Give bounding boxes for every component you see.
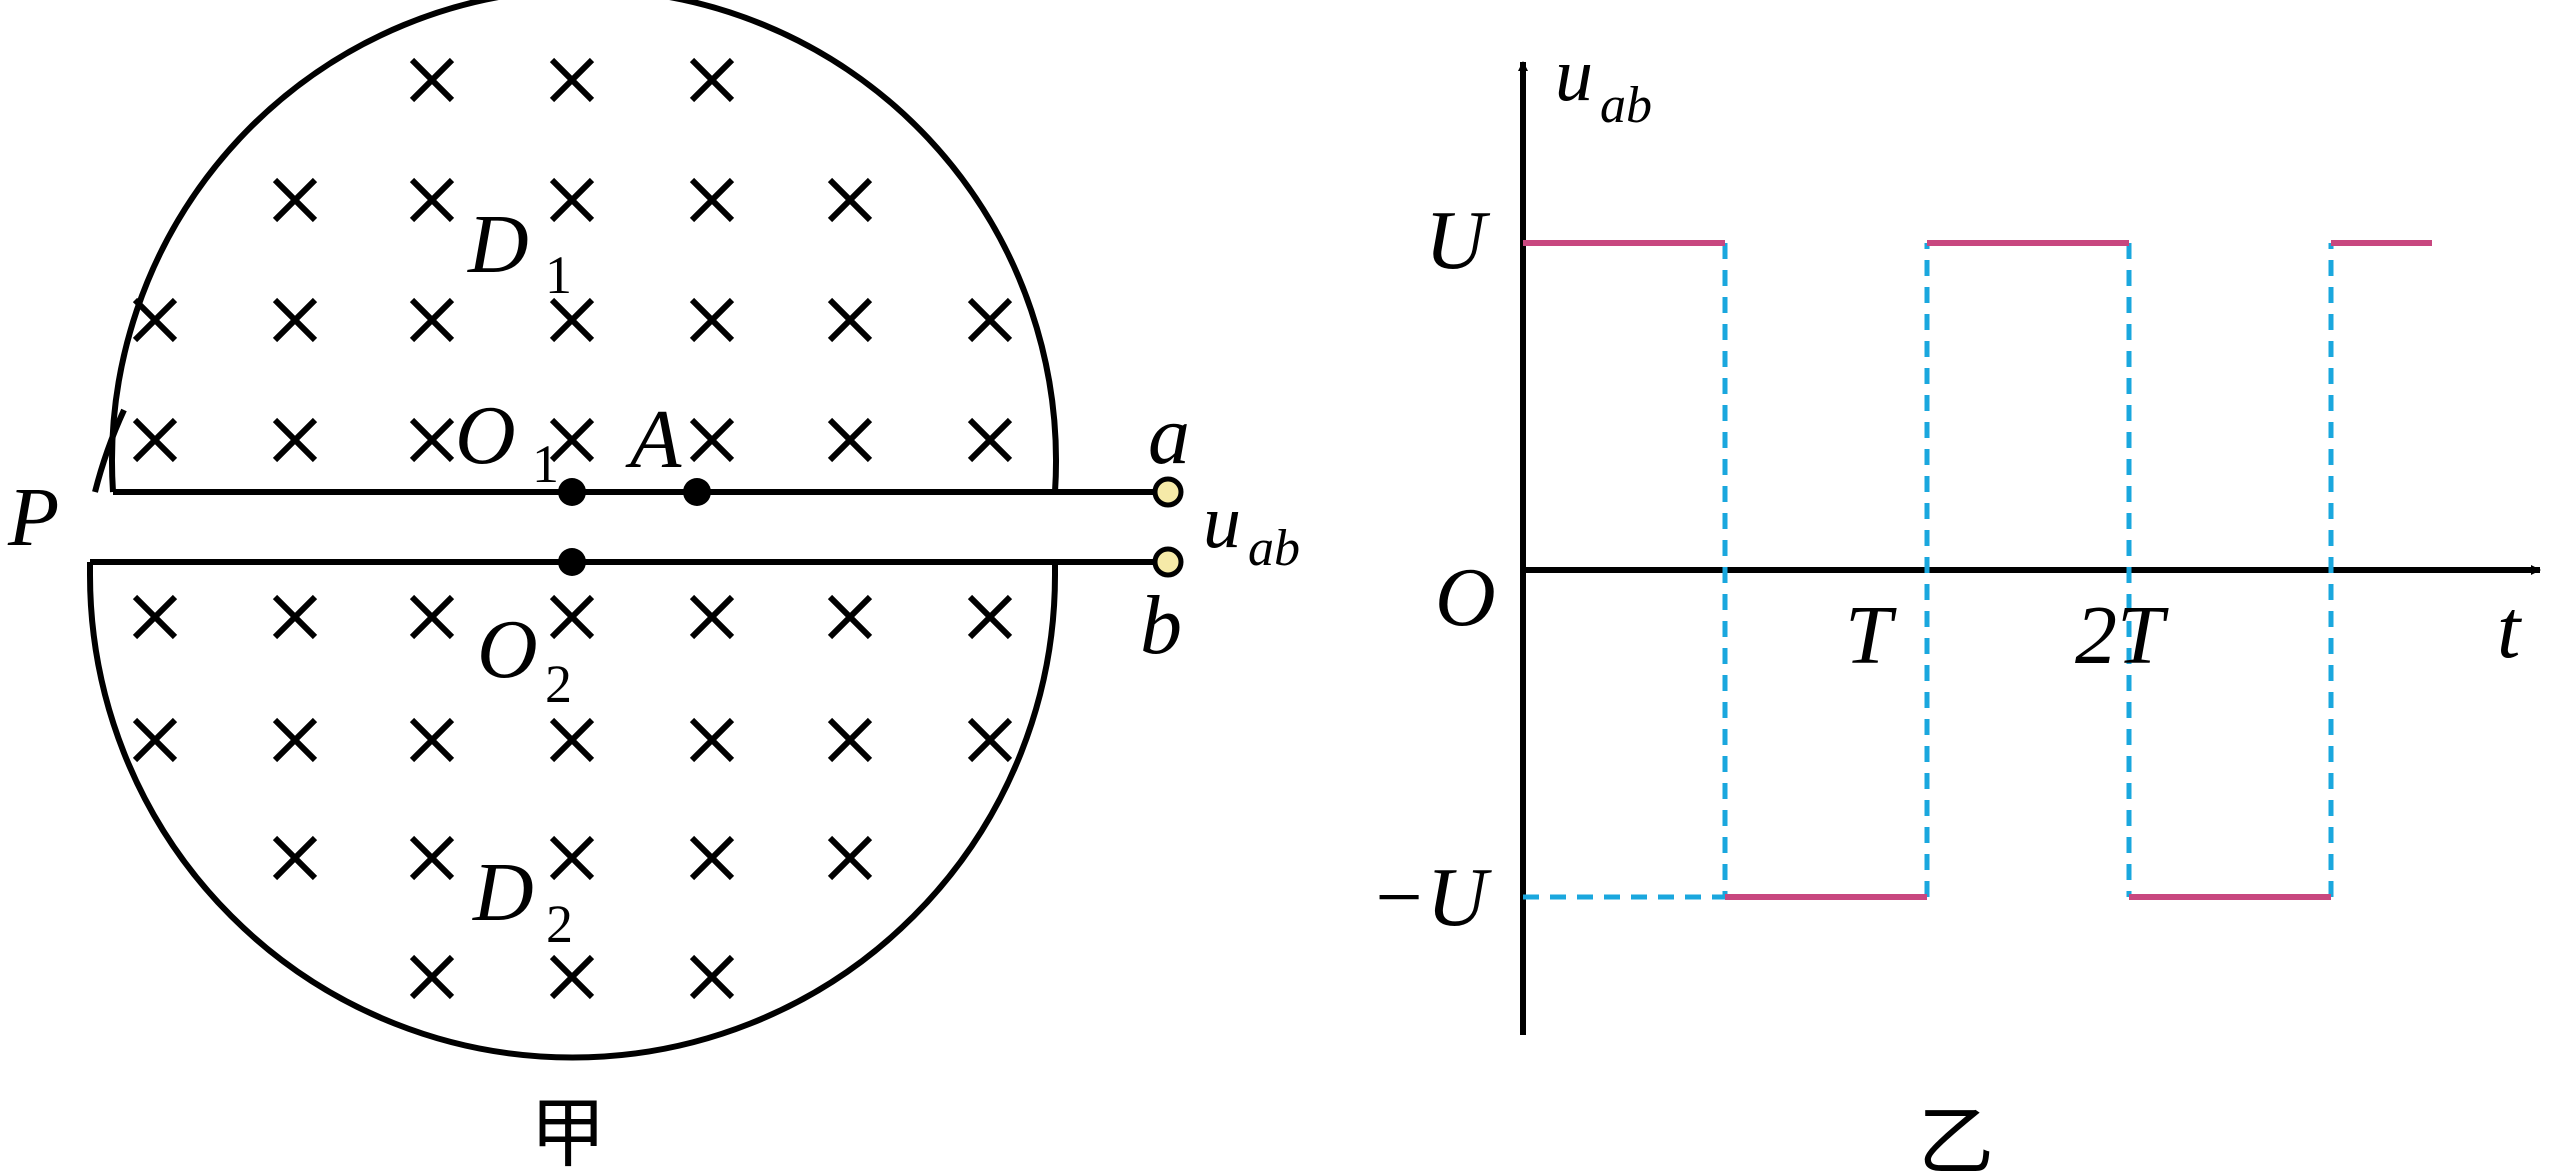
field-cross-mark [967, 297, 1013, 343]
upper-d-box-outline [109, 0, 1059, 493]
terminal-a [1152, 476, 1184, 508]
field-cross-mark [827, 717, 873, 763]
caption-jia: 甲 [530, 1089, 606, 1175]
field-cross-mark [967, 417, 1013, 463]
field-cross-mark [549, 717, 595, 763]
x-axis-label: t [2497, 583, 2523, 676]
field-cross-mark [409, 954, 455, 1000]
terminal-b [1152, 546, 1184, 578]
field-cross-mark [689, 717, 735, 763]
field-cross-mark [272, 177, 318, 223]
field-cross-mark [409, 717, 455, 763]
field-cross-mark [827, 594, 873, 640]
field-cross-mark [549, 417, 595, 463]
field-cross-mark [409, 835, 455, 881]
point-A-dot [683, 478, 711, 506]
field-cross-mark [549, 594, 595, 640]
y-axis-label: u [1555, 33, 1593, 117]
label-O1-subscript: 1 [532, 434, 559, 494]
field-cross-mark [549, 57, 595, 103]
field-cross-mark [689, 835, 735, 881]
field-cross-mark [132, 297, 178, 343]
y-tick-U: U [1425, 194, 1491, 287]
field-cross-mark [272, 417, 318, 463]
label-D1: D [467, 198, 529, 291]
label-uab-subscript: ab [1248, 520, 1300, 577]
label-D2: D [472, 846, 534, 939]
field-cross-mark [272, 717, 318, 763]
point-O2-dot [558, 548, 586, 576]
label-A: A [625, 393, 682, 486]
field-cross-mark [689, 954, 735, 1000]
field-cross-mark [689, 417, 735, 463]
panel-yi-voltage-graph: u ab U O −U T 2T t 乙 [1370, 33, 2541, 1175]
field-cross-mark [689, 594, 735, 640]
field-cross-mark [827, 177, 873, 223]
field-cross-mark [967, 717, 1013, 763]
field-cross-mark [409, 417, 455, 463]
field-cross-mark [967, 594, 1013, 640]
label-P: P [7, 471, 59, 564]
label-O2: O [477, 603, 538, 696]
point-O1-dot [558, 478, 586, 506]
field-cross-mark [409, 594, 455, 640]
field-cross-mark [409, 297, 455, 343]
field-cross-mark [689, 57, 735, 103]
y-axis-label-subscript: ab [1600, 77, 1652, 134]
y-tick-neg-U: −U [1370, 851, 1493, 944]
x-tick-T: T [1845, 589, 1897, 682]
field-cross-mark [132, 717, 178, 763]
lower-d-box-outline [87, 562, 1058, 1061]
panel-jia-cyclotron: P D 1 O 1 A a b u ab O 2 D 2 甲 [7, 0, 1300, 1175]
field-cross-mark [549, 297, 595, 343]
magnetic-field-marks [132, 57, 1013, 1000]
label-a: a [1148, 389, 1190, 482]
field-cross-mark [132, 594, 178, 640]
field-cross-mark [272, 835, 318, 881]
particle-source-arc [92, 408, 127, 493]
label-O1: O [455, 389, 516, 482]
field-cross-mark [272, 297, 318, 343]
field-cross-mark [549, 177, 595, 223]
field-cross-mark [827, 417, 873, 463]
caption-yi: 乙 [1918, 1097, 1994, 1175]
label-uab: u [1203, 480, 1241, 564]
field-cross-mark [132, 417, 178, 463]
label-b: b [1140, 579, 1182, 672]
field-cross-mark [409, 177, 455, 223]
label-D2-subscript: 2 [546, 894, 573, 954]
field-cross-mark [689, 297, 735, 343]
field-cross-mark [689, 177, 735, 223]
field-cross-mark [549, 954, 595, 1000]
dashed-guide-lines [1523, 243, 2334, 900]
field-cross-mark [827, 835, 873, 881]
label-D1-subscript: 1 [545, 245, 572, 305]
label-O2-subscript: 2 [545, 654, 572, 714]
origin-label: O [1435, 551, 1496, 644]
x-tick-2T: 2T [2075, 589, 2169, 682]
field-cross-mark [409, 57, 455, 103]
voltage-square-wave [1523, 240, 2432, 900]
field-cross-mark [272, 594, 318, 640]
field-cross-mark [827, 297, 873, 343]
field-cross-mark [549, 835, 595, 881]
